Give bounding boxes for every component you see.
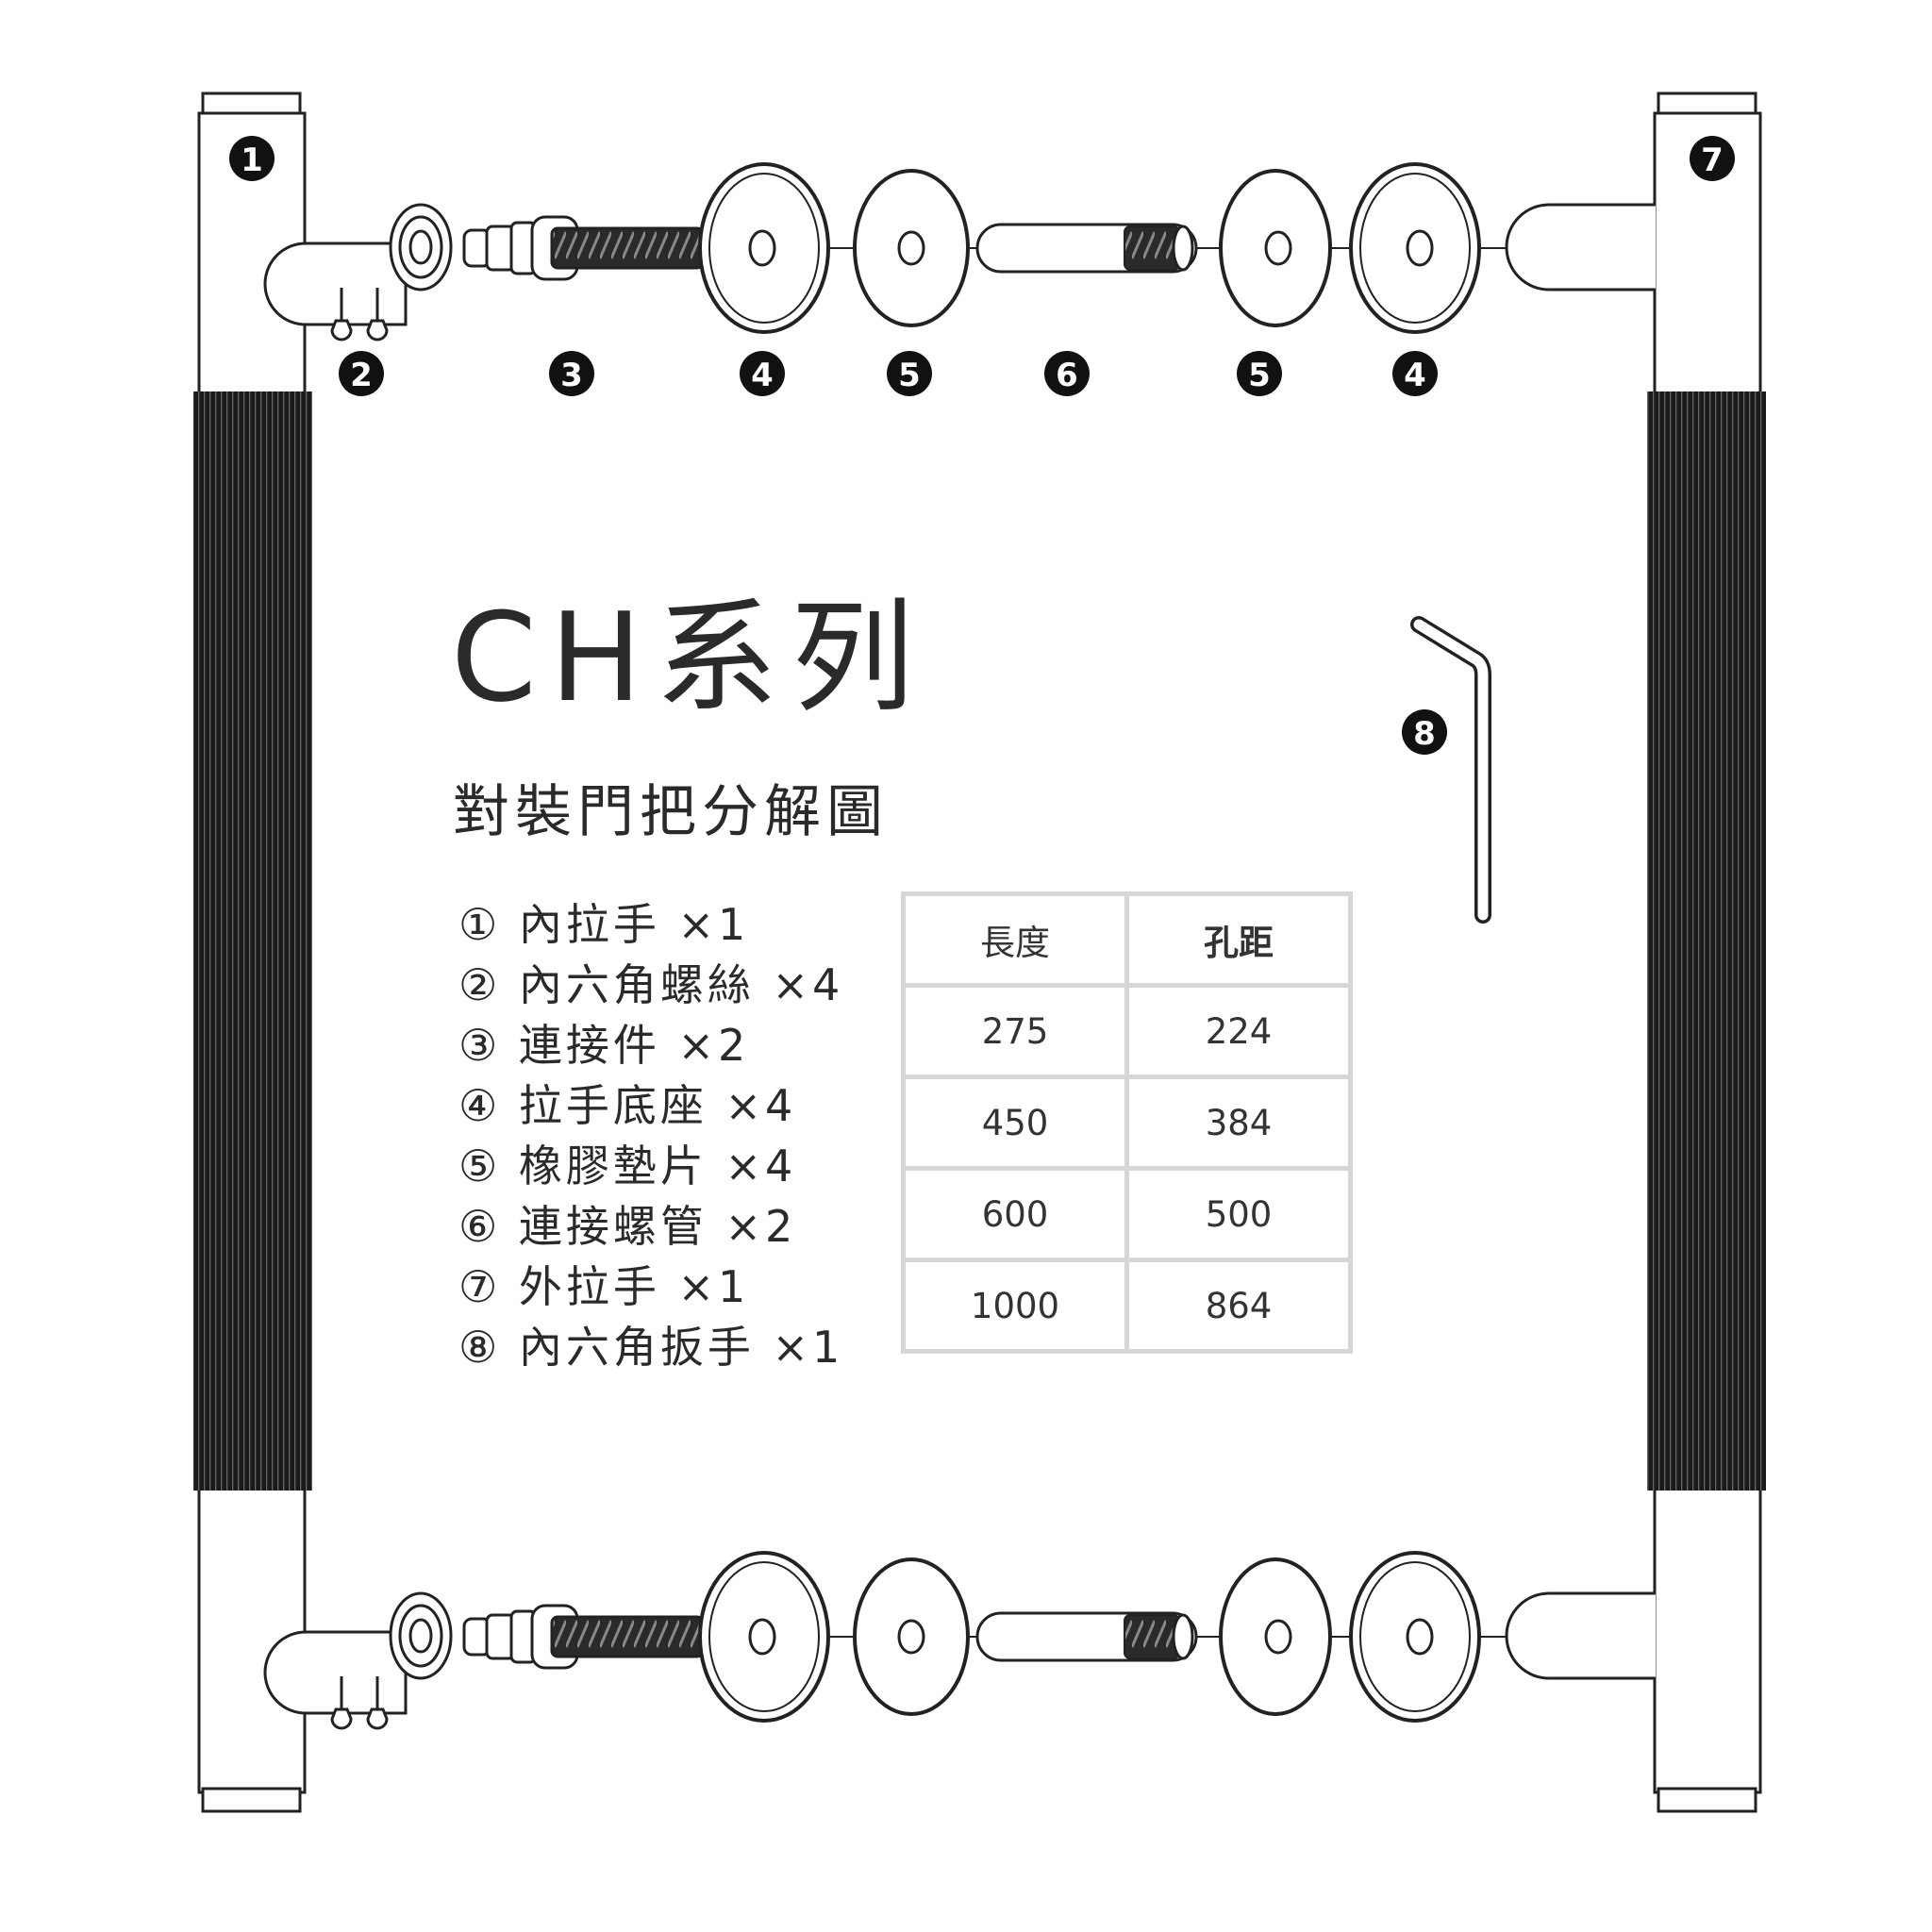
hex-key-icon (1410, 616, 1491, 924)
length-cell: 600 (901, 1166, 1129, 1262)
page-title: CH系列 (451, 586, 927, 729)
parts-list-item: ② 內六角螺絲 ×4 (458, 959, 844, 1010)
svg-text:5: 5 (1248, 357, 1271, 394)
callout-2: 2 (339, 351, 384, 396)
length-cell: 1000 (901, 1257, 1129, 1354)
parts-list-item: ⑥ 連接螺管 ×2 (458, 1201, 797, 1252)
parts-list-item: ⑧ 內六角扳手 ×1 (458, 1322, 844, 1373)
svg-text:6: 6 (1056, 357, 1078, 394)
table-row: 275 224 (901, 983, 1353, 1079)
spec-table: 長度 孔距 275 224 450 384 600 500 1000 864 (901, 891, 1353, 1354)
svg-text:4: 4 (751, 357, 774, 394)
hole-spacing-cell: 224 (1124, 983, 1353, 1079)
parts-list-item: ⑤ 橡膠墊片 ×4 (458, 1141, 797, 1191)
callout-1: 1 (229, 136, 275, 181)
svg-text:5: 5 (898, 357, 921, 394)
svg-text:8: 8 (1413, 715, 1436, 753)
svg-text:7: 7 (1701, 142, 1724, 179)
length-cell: 450 (901, 1074, 1129, 1171)
callout-5-right: 5 (1237, 351, 1282, 396)
callout-4: 4 (740, 351, 785, 396)
length-cell: 275 (901, 983, 1129, 1079)
table-row: 1000 864 (901, 1257, 1353, 1354)
parts-list-item: ⑦ 外拉手 ×1 (458, 1261, 750, 1312)
parts-list-item: ① 內拉手 ×1 (458, 899, 750, 950)
page-subtitle: 對裝門把分解圖 (453, 779, 889, 845)
header-hole-spacing: 孔距 (1124, 891, 1353, 988)
svg-text:4: 4 (1404, 357, 1426, 394)
parts-list-item: ③ 連接件 ×2 (458, 1020, 750, 1071)
hole-spacing-cell: 500 (1124, 1166, 1353, 1262)
svg-text:1: 1 (241, 142, 263, 179)
callout-7: 7 (1690, 136, 1735, 181)
callout-8: 8 (1402, 709, 1447, 755)
callout-3: 3 (549, 351, 594, 396)
inner-handle-bar (193, 92, 312, 1813)
parts-list-item: ④ 拉手底座 ×4 (458, 1080, 797, 1131)
callout-5: 5 (887, 351, 932, 396)
hole-spacing-cell: 384 (1124, 1074, 1353, 1171)
hole-spacing-cell: 864 (1124, 1257, 1353, 1354)
parts-list: ① 內拉手 ×1 ② 內六角螺絲 ×4 ③ 連接件 ×2 ④ 拉手底座 ×4 ⑤… (458, 894, 843, 1377)
bottom-mounting-assembly (263, 1551, 1657, 1730)
outer-handle-bar (1647, 92, 1766, 1813)
callout-4-right: 4 (1392, 351, 1438, 396)
svg-text:2: 2 (350, 357, 373, 394)
table-row: 600 500 (901, 1166, 1353, 1262)
svg-text:3: 3 (560, 357, 583, 394)
spec-table-header-row: 長度 孔距 (901, 891, 1353, 988)
callout-6: 6 (1044, 351, 1090, 396)
header-length: 長度 (901, 891, 1129, 988)
table-row: 450 384 (901, 1074, 1353, 1171)
top-mounting-assembly (263, 162, 1657, 341)
